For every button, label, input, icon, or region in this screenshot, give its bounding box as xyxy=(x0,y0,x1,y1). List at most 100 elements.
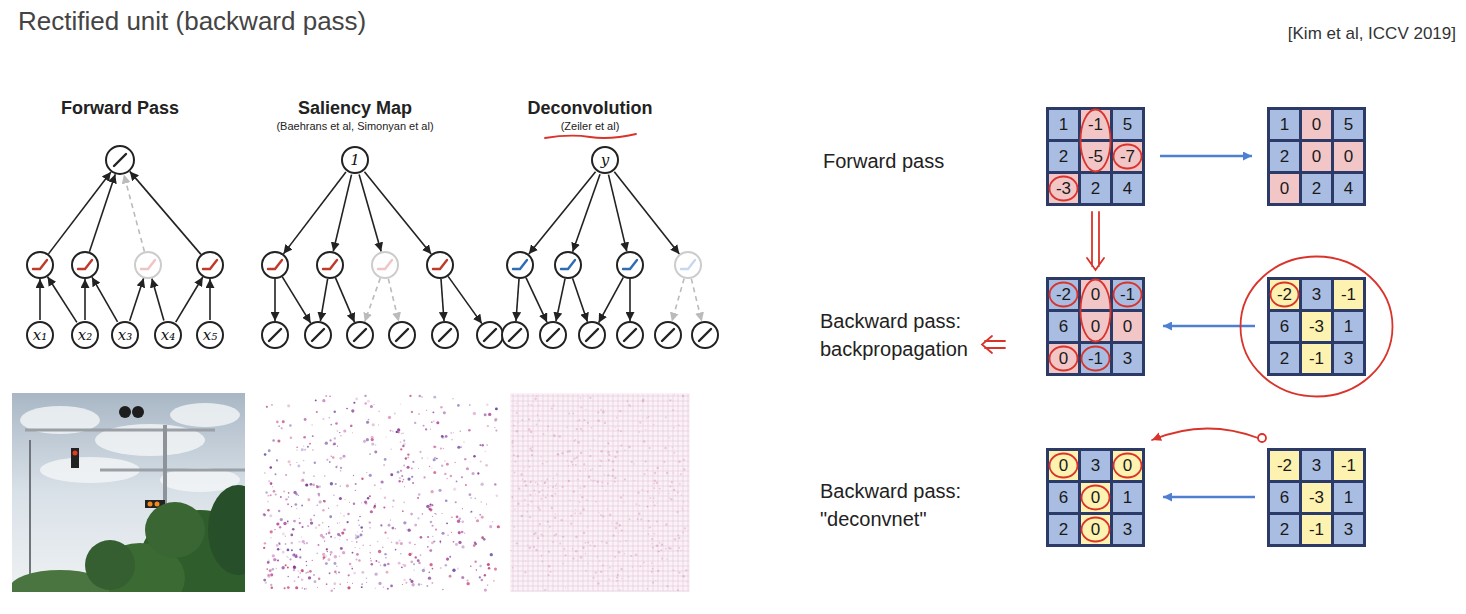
grid-number: -3 xyxy=(1049,174,1078,203)
saliency-dot xyxy=(417,517,419,519)
network-link xyxy=(283,172,345,254)
saliency-dot xyxy=(330,424,332,426)
deconv-texture xyxy=(511,496,689,497)
linear-symbol xyxy=(624,329,636,341)
saliency-dot xyxy=(303,480,304,481)
grid-number: -7 xyxy=(1113,142,1142,171)
deconv-dot xyxy=(650,497,652,499)
deconv-dot xyxy=(573,458,575,460)
deconv-dot xyxy=(543,547,544,548)
saliency-dot xyxy=(414,544,415,545)
deconv-dot xyxy=(619,410,621,412)
deconv-ground xyxy=(510,393,690,592)
deconv-texture xyxy=(543,394,544,591)
grid-cell xyxy=(1113,451,1142,480)
deconv-dot xyxy=(630,555,632,557)
saliency-dot xyxy=(331,456,332,457)
saliency-dot xyxy=(423,425,425,427)
unit-circle xyxy=(540,322,566,348)
deconv-dot xyxy=(666,472,669,475)
deconv-dot xyxy=(597,556,598,557)
saliency-dot xyxy=(314,580,317,583)
saliency-dot xyxy=(270,530,273,533)
deconv-dot xyxy=(648,533,650,535)
saliency-dot xyxy=(495,407,498,410)
grid-cell xyxy=(1049,110,1078,139)
saliency-dot xyxy=(326,548,328,550)
handwritten-annotations xyxy=(545,110,1393,542)
saliency-dot xyxy=(444,460,445,461)
saliency-dot xyxy=(414,422,416,424)
deconv-dot xyxy=(572,557,574,559)
deconv-dot xyxy=(628,446,631,449)
saliency-dot xyxy=(409,395,411,397)
deconv-dot xyxy=(514,472,516,474)
deconv-texture xyxy=(578,394,579,591)
saliency-dot xyxy=(385,436,386,437)
saliency-dot xyxy=(453,432,454,433)
deconv-dot xyxy=(599,465,601,467)
deconv-dot xyxy=(612,436,613,437)
linear-symbol xyxy=(699,329,711,341)
saliency-dot xyxy=(352,432,353,433)
deconv-dot xyxy=(592,542,593,543)
panel-heading: Deconvolution xyxy=(470,98,710,119)
saliency-ground xyxy=(263,393,500,592)
saliency-dot xyxy=(441,465,443,467)
saliency-dot xyxy=(490,553,493,556)
deconv-dot xyxy=(607,442,609,444)
saliency-dot xyxy=(344,499,346,501)
saliency-dot xyxy=(336,566,337,567)
deconv-dot xyxy=(665,416,667,418)
relu-symbol xyxy=(323,260,337,269)
saliency-dot xyxy=(357,531,358,532)
deconv-dot xyxy=(675,495,676,496)
deconv-texture xyxy=(533,394,534,591)
deconv-dot xyxy=(542,489,544,491)
saliency-dot xyxy=(328,526,329,527)
grid-cell xyxy=(1302,344,1331,373)
saliency-dot xyxy=(400,448,402,450)
deconv-dot xyxy=(555,488,556,489)
saliency-dot xyxy=(403,440,405,442)
saliency-dot xyxy=(299,556,301,558)
saliency-dot xyxy=(291,506,292,507)
saliency-dot xyxy=(497,525,500,528)
saliency-dot xyxy=(488,567,491,570)
linear-symbol xyxy=(114,154,126,166)
deconv-dot xyxy=(672,447,673,448)
deconv-dot xyxy=(615,527,618,530)
saliency-dot xyxy=(318,524,320,526)
deconv-dot xyxy=(625,540,627,542)
deconv-dot xyxy=(666,585,668,587)
saliency-dot xyxy=(417,497,419,499)
saliency-dot xyxy=(433,396,436,399)
grid-number: 0 xyxy=(1334,142,1363,171)
deconv-dot xyxy=(600,514,602,516)
saliency-dot xyxy=(366,472,367,473)
deconv-dot xyxy=(585,570,587,572)
deconv-texture xyxy=(511,396,689,397)
deconv-dot xyxy=(612,469,614,471)
saliency-dot xyxy=(366,421,369,424)
network-link xyxy=(274,279,276,321)
saliency-dot xyxy=(287,503,289,505)
saliency-dot xyxy=(301,505,303,507)
deconv-dot xyxy=(568,450,570,452)
saliency-dot xyxy=(450,432,451,433)
deconv-dot xyxy=(548,574,550,576)
deconv-dot xyxy=(577,455,578,456)
deconv-dot xyxy=(634,480,635,481)
saliency-dot xyxy=(269,514,272,517)
saliency-dot xyxy=(432,504,434,506)
deconv-dot xyxy=(652,582,654,584)
deconv-dot xyxy=(548,487,549,488)
saliency-dot xyxy=(313,514,315,516)
grid-cell xyxy=(1081,280,1110,309)
saliency-dot xyxy=(270,584,272,586)
saliency-dot xyxy=(461,576,464,579)
unit-circle xyxy=(72,252,98,278)
saliency-dot xyxy=(412,461,414,463)
saliency-dot xyxy=(394,412,396,414)
deconv-dot xyxy=(645,429,646,430)
